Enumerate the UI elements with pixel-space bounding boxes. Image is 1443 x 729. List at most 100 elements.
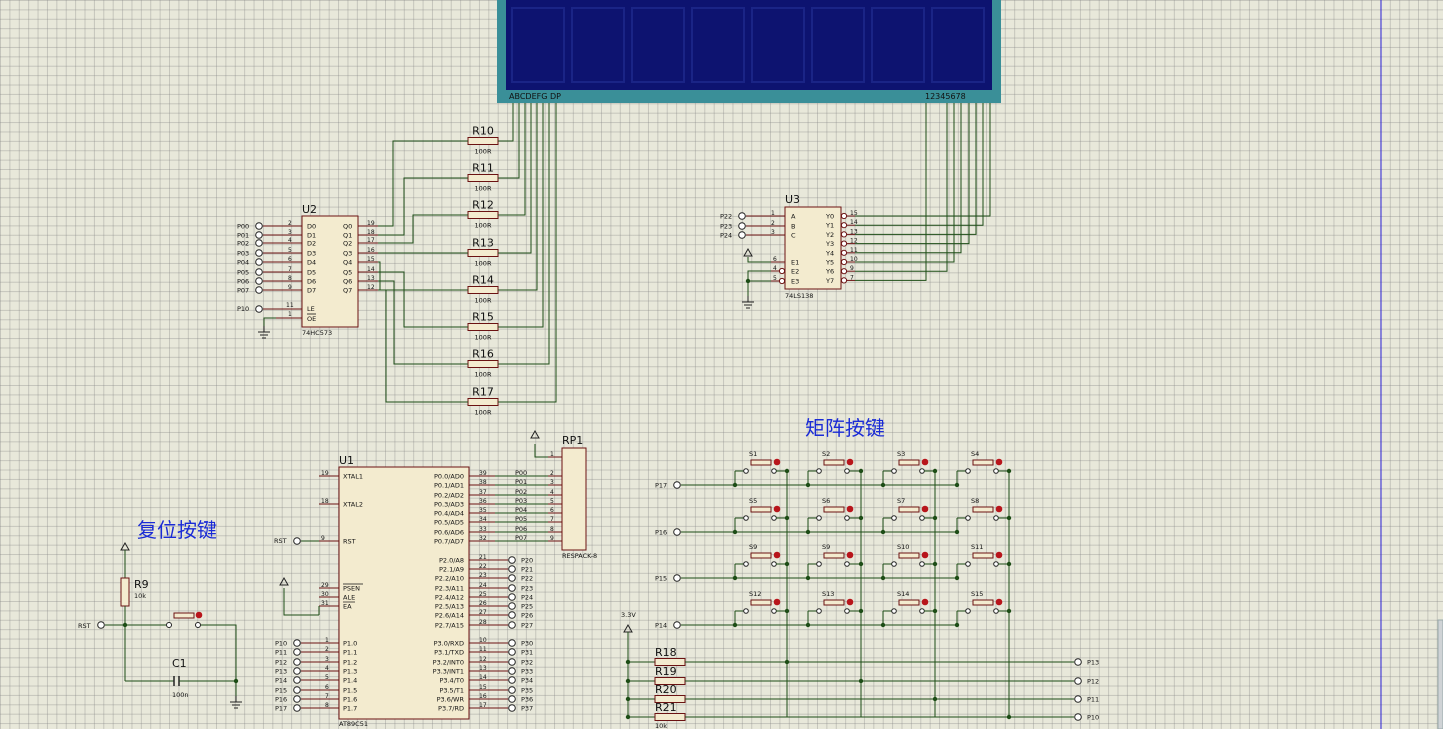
key-button[interactable] xyxy=(823,599,845,606)
u3-body[interactable] xyxy=(784,206,842,290)
key-button[interactable] xyxy=(750,599,772,606)
p3-terminal[interactable] xyxy=(508,639,516,647)
button-actuator[interactable] xyxy=(773,458,781,466)
p3-terminal[interactable] xyxy=(508,667,516,675)
p1-terminal[interactable] xyxy=(293,695,301,703)
column-terminal[interactable] xyxy=(1074,677,1082,685)
row-terminal[interactable] xyxy=(673,574,681,582)
u2-input-terminal[interactable] xyxy=(255,231,263,239)
r9-body[interactable] xyxy=(120,577,130,607)
button-actuator[interactable] xyxy=(995,551,1003,559)
rst-terminal[interactable] xyxy=(293,537,301,545)
key-button[interactable] xyxy=(972,552,994,559)
button-actuator[interactable] xyxy=(921,458,929,466)
reset-button[interactable] xyxy=(173,612,195,619)
key-button[interactable] xyxy=(823,506,845,513)
key-button[interactable] xyxy=(898,599,920,606)
button-actuator[interactable] xyxy=(921,598,929,606)
button-actuator[interactable] xyxy=(846,505,854,513)
row-terminal[interactable] xyxy=(673,481,681,489)
net-label: P14 xyxy=(655,622,667,630)
resistor-r11-value: 100R xyxy=(475,185,492,193)
key-button[interactable] xyxy=(823,459,845,466)
resistor-r12-body[interactable] xyxy=(467,211,499,219)
key-button[interactable] xyxy=(823,552,845,559)
button-actuator[interactable] xyxy=(773,598,781,606)
key-button[interactable] xyxy=(972,599,994,606)
rp1-body[interactable] xyxy=(561,447,587,551)
column-terminal[interactable] xyxy=(1074,713,1082,721)
button-actuator[interactable] xyxy=(195,611,203,619)
u2-le-terminal[interactable] xyxy=(255,305,263,313)
p2-terminal[interactable] xyxy=(508,565,516,573)
p3-terminal[interactable] xyxy=(508,695,516,703)
p2-terminal[interactable] xyxy=(508,602,516,610)
key-button[interactable] xyxy=(750,552,772,559)
resistor-r13-body[interactable] xyxy=(467,249,499,257)
pullup-r21[interactable] xyxy=(654,713,686,721)
key-button[interactable] xyxy=(898,552,920,559)
u2-body[interactable] xyxy=(301,215,359,328)
row-terminal[interactable] xyxy=(673,621,681,629)
button-actuator[interactable] xyxy=(995,458,1003,466)
scrollbar[interactable] xyxy=(1437,619,1443,729)
p2-terminal[interactable] xyxy=(508,556,516,564)
p1-terminal[interactable] xyxy=(293,686,301,694)
resistor-r17-body[interactable] xyxy=(467,398,499,406)
p1-terminal[interactable] xyxy=(293,648,301,656)
u1-body[interactable] xyxy=(338,466,470,720)
row-terminal[interactable] xyxy=(673,528,681,536)
resistor-r14-body[interactable] xyxy=(467,286,499,294)
u2-input-terminal[interactable] xyxy=(255,222,263,230)
p1-terminal[interactable] xyxy=(293,667,301,675)
p1-terminal[interactable] xyxy=(293,704,301,712)
key-button[interactable] xyxy=(898,459,920,466)
p3-terminal[interactable] xyxy=(508,704,516,712)
key-button[interactable] xyxy=(972,459,994,466)
resistor-r16-body[interactable] xyxy=(467,360,499,368)
resistor-r11-body[interactable] xyxy=(467,174,499,182)
button-actuator[interactable] xyxy=(846,598,854,606)
u3-input-terminal[interactable] xyxy=(738,212,746,220)
button-actuator[interactable] xyxy=(773,505,781,513)
u2-input-terminal[interactable] xyxy=(255,249,263,257)
button-actuator[interactable] xyxy=(995,598,1003,606)
column-terminal[interactable] xyxy=(1074,695,1082,703)
u2-input-terminal[interactable] xyxy=(255,239,263,247)
button-actuator[interactable] xyxy=(921,505,929,513)
pullup-ref: R20 xyxy=(655,683,677,696)
p3-terminal[interactable] xyxy=(508,658,516,666)
resistor-r15-body[interactable] xyxy=(467,323,499,331)
key-button[interactable] xyxy=(972,506,994,513)
resistor-r10-body[interactable] xyxy=(467,137,499,145)
button-actuator[interactable] xyxy=(846,458,854,466)
p2-terminal[interactable] xyxy=(508,621,516,629)
p2-terminal[interactable] xyxy=(508,584,516,592)
key-button[interactable] xyxy=(750,506,772,513)
button-actuator[interactable] xyxy=(773,551,781,559)
key-button[interactable] xyxy=(898,506,920,513)
p1-terminal[interactable] xyxy=(293,676,301,684)
p1-terminal[interactable] xyxy=(293,658,301,666)
u3-input-terminal[interactable] xyxy=(738,222,746,230)
p1-terminal[interactable] xyxy=(293,639,301,647)
button-actuator[interactable] xyxy=(846,551,854,559)
u2-input-terminal[interactable] xyxy=(255,258,263,266)
p3-terminal[interactable] xyxy=(508,676,516,684)
button-actuator[interactable] xyxy=(921,551,929,559)
pin-number: 2 xyxy=(550,470,554,477)
column-terminal[interactable] xyxy=(1074,658,1082,666)
u2-input-terminal[interactable] xyxy=(255,286,263,294)
reset-terminal[interactable] xyxy=(97,621,105,629)
key-button[interactable] xyxy=(750,459,772,466)
p2-terminal[interactable] xyxy=(508,593,516,601)
button-actuator[interactable] xyxy=(995,505,1003,513)
p3-terminal[interactable] xyxy=(508,648,516,656)
u2-input-terminal[interactable] xyxy=(255,268,263,276)
u2-input-terminal[interactable] xyxy=(255,277,263,285)
p3-terminal[interactable] xyxy=(508,686,516,694)
u3-input-terminal[interactable] xyxy=(738,231,746,239)
p2-terminal[interactable] xyxy=(508,611,516,619)
p2-terminal[interactable] xyxy=(508,574,516,582)
